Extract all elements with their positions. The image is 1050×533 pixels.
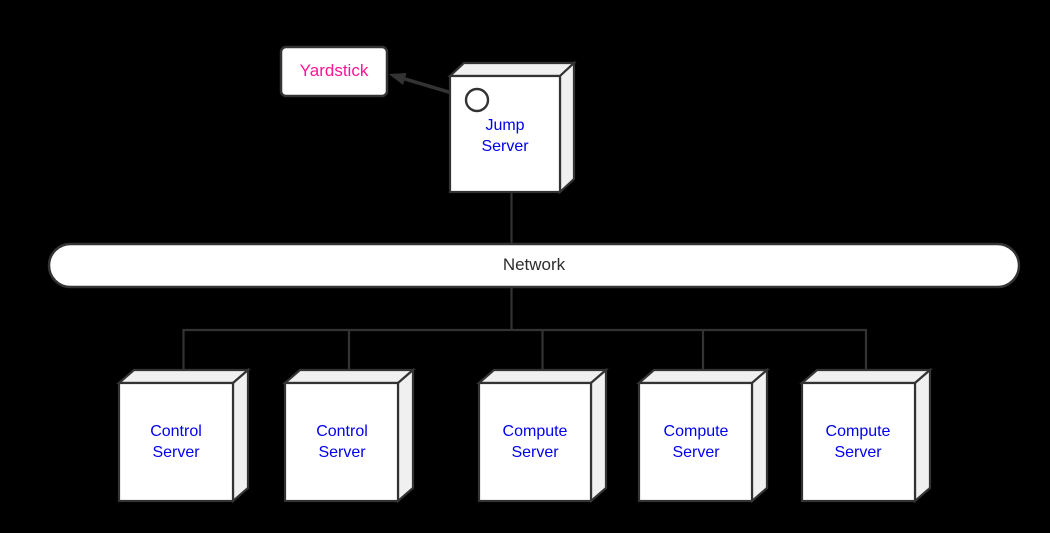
- node-yardstick: [279, 45, 389, 98]
- control-server-1-top-face: [116, 368, 251, 385]
- compute-server-1-top-face: [476, 368, 609, 385]
- arrowhead-icon: [389, 73, 407, 85]
- edge-tail-circle-icon: [464, 87, 490, 113]
- control-server-1-front-face: [117, 381, 235, 503]
- compute-server-3-front-face: [800, 381, 917, 503]
- compute-server-2-side-face: [750, 367, 769, 504]
- control-server-2-front-face: [283, 381, 400, 503]
- node-jump-server: [447, 60, 577, 195]
- node-control-server-1: [116, 367, 251, 504]
- control-server-2-top-face: [282, 368, 416, 385]
- control-server-1-side-face: [231, 367, 250, 504]
- node-compute-server-1: [476, 367, 609, 504]
- compute-server-2-top-face: [636, 368, 770, 385]
- edge-lines: [182, 190, 868, 379]
- node-network: [47, 242, 1021, 289]
- node-compute-server-3: [799, 367, 933, 504]
- network-bar: [47, 242, 1021, 289]
- jump-server-front-face: [448, 74, 562, 194]
- control-server-2-side-face: [396, 367, 415, 504]
- compute-server-3-side-face: [913, 367, 932, 504]
- compute-server-2-front-face: [637, 381, 754, 503]
- node-compute-server-2: [636, 367, 770, 504]
- compute-server-1-side-face: [589, 367, 608, 504]
- compute-server-3-top-face: [799, 368, 933, 385]
- compute-server-1-front-face: [477, 381, 593, 503]
- yardstick-box: [279, 45, 389, 98]
- node-control-server-2: [282, 367, 416, 504]
- jump-server-side-face: [558, 60, 576, 195]
- jump-server-top-face: [447, 61, 577, 78]
